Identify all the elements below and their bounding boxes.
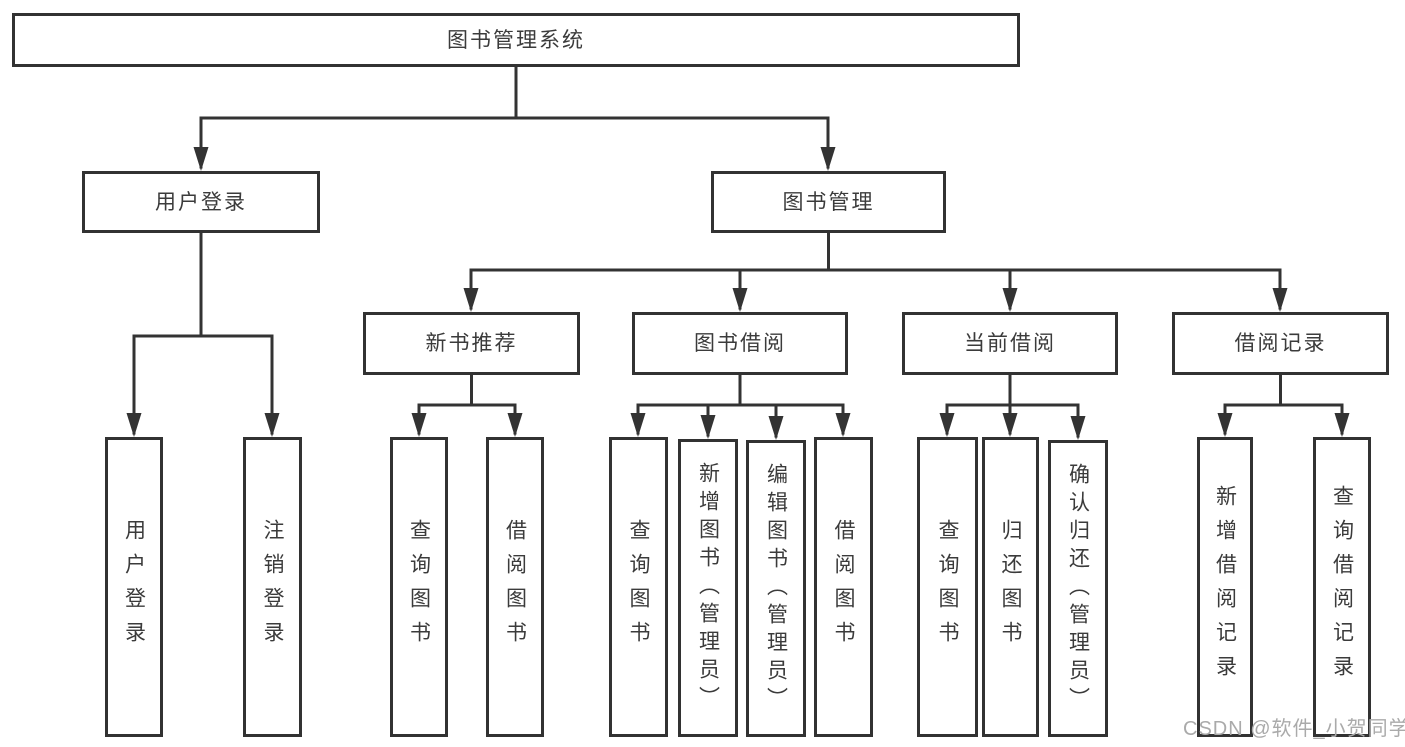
arrowhead — [463, 288, 479, 312]
diagram-node-leaf-br-add: 新增借阅记录 — [1197, 437, 1253, 737]
node-label: 新书推荐 — [425, 332, 518, 355]
diagram-node-leaf-bb-edit: 编辑图书（管理员） — [746, 440, 806, 737]
node-label: 借阅图书 — [832, 519, 855, 655]
diagram-node-borrow-record: 借阅记录 — [1172, 312, 1389, 375]
diagram-node-leaf-br-query: 查询借阅记录 — [1313, 437, 1371, 737]
diagram-node-user-login: 用户登录 — [82, 171, 320, 233]
node-label: 查询图书 — [407, 519, 431, 655]
node-label: 归还图书 — [999, 519, 1022, 655]
arrowhead — [126, 413, 142, 437]
node-label: 查询图书 — [936, 519, 959, 655]
arrowhead — [193, 147, 209, 171]
node-label: 查询借阅记录 — [1330, 485, 1354, 689]
diagram-node-new-book-rec: 新书推荐 — [363, 312, 580, 375]
arrowhead — [1334, 413, 1350, 437]
arrowhead — [1217, 413, 1233, 437]
node-label: 注销登录 — [261, 519, 284, 655]
node-label: 当前借阅 — [964, 332, 1056, 355]
diagram-node-leaf-cb-query: 查询图书 — [917, 437, 978, 737]
diagram-node-book-mgmt: 图书管理 — [711, 171, 946, 233]
arrowhead — [411, 413, 427, 437]
arrowhead — [939, 413, 955, 437]
node-label: 新增图书（管理员） — [696, 462, 720, 714]
node-label: 借阅图书 — [503, 519, 527, 655]
arrowhead — [768, 416, 784, 440]
arrowhead — [507, 413, 523, 437]
diagram-node-leaf-bb-add: 新增图书（管理员） — [678, 439, 738, 737]
node-label: 用户登录 — [122, 519, 146, 655]
diagram-node-leaf-cb-confirm: 确认归还（管理员） — [1048, 440, 1108, 737]
node-label: 用户登录 — [155, 190, 247, 214]
diagram-node-root: 图书管理系统 — [12, 13, 1020, 67]
node-label: 查询图书 — [627, 519, 650, 655]
arrowhead — [1070, 416, 1086, 440]
node-label: 编辑图书（管理员） — [764, 462, 788, 715]
watermark: CSDN @软件_小贺同学 — [1183, 718, 1405, 740]
node-label: 新增借阅记录 — [1213, 485, 1237, 689]
node-label: 图书管理 — [782, 190, 875, 214]
arrowhead — [835, 413, 851, 437]
diagram-node-book-borrow: 图书借阅 — [632, 312, 848, 375]
arrowhead — [700, 415, 716, 439]
diagram-node-current-borrow: 当前借阅 — [902, 312, 1118, 375]
arrowhead — [1272, 288, 1288, 312]
arrowhead — [1002, 288, 1018, 312]
diagram-node-leaf-user-login: 用户登录 — [105, 437, 163, 737]
arrowhead — [630, 413, 646, 437]
node-label: 借阅记录 — [1234, 332, 1327, 355]
arrowhead — [264, 413, 280, 437]
diagram-node-leaf-rec-query: 查询图书 — [390, 437, 448, 737]
arrowhead — [820, 147, 836, 171]
diagram-node-leaf-bb-borrow: 借阅图书 — [814, 437, 873, 737]
node-label: 图书借阅 — [694, 332, 786, 355]
diagram-node-leaf-cb-return: 归还图书 — [982, 437, 1039, 737]
node-label: 图书管理系统 — [447, 28, 585, 52]
diagram-node-leaf-logout: 注销登录 — [243, 437, 302, 737]
arrowhead — [1002, 413, 1018, 437]
diagram-node-leaf-bb-query: 查询图书 — [609, 437, 668, 737]
node-label: 确认归还（管理员） — [1066, 462, 1090, 715]
diagram-node-leaf-rec-borrow: 借阅图书 — [486, 437, 544, 737]
arrowhead — [732, 288, 748, 312]
